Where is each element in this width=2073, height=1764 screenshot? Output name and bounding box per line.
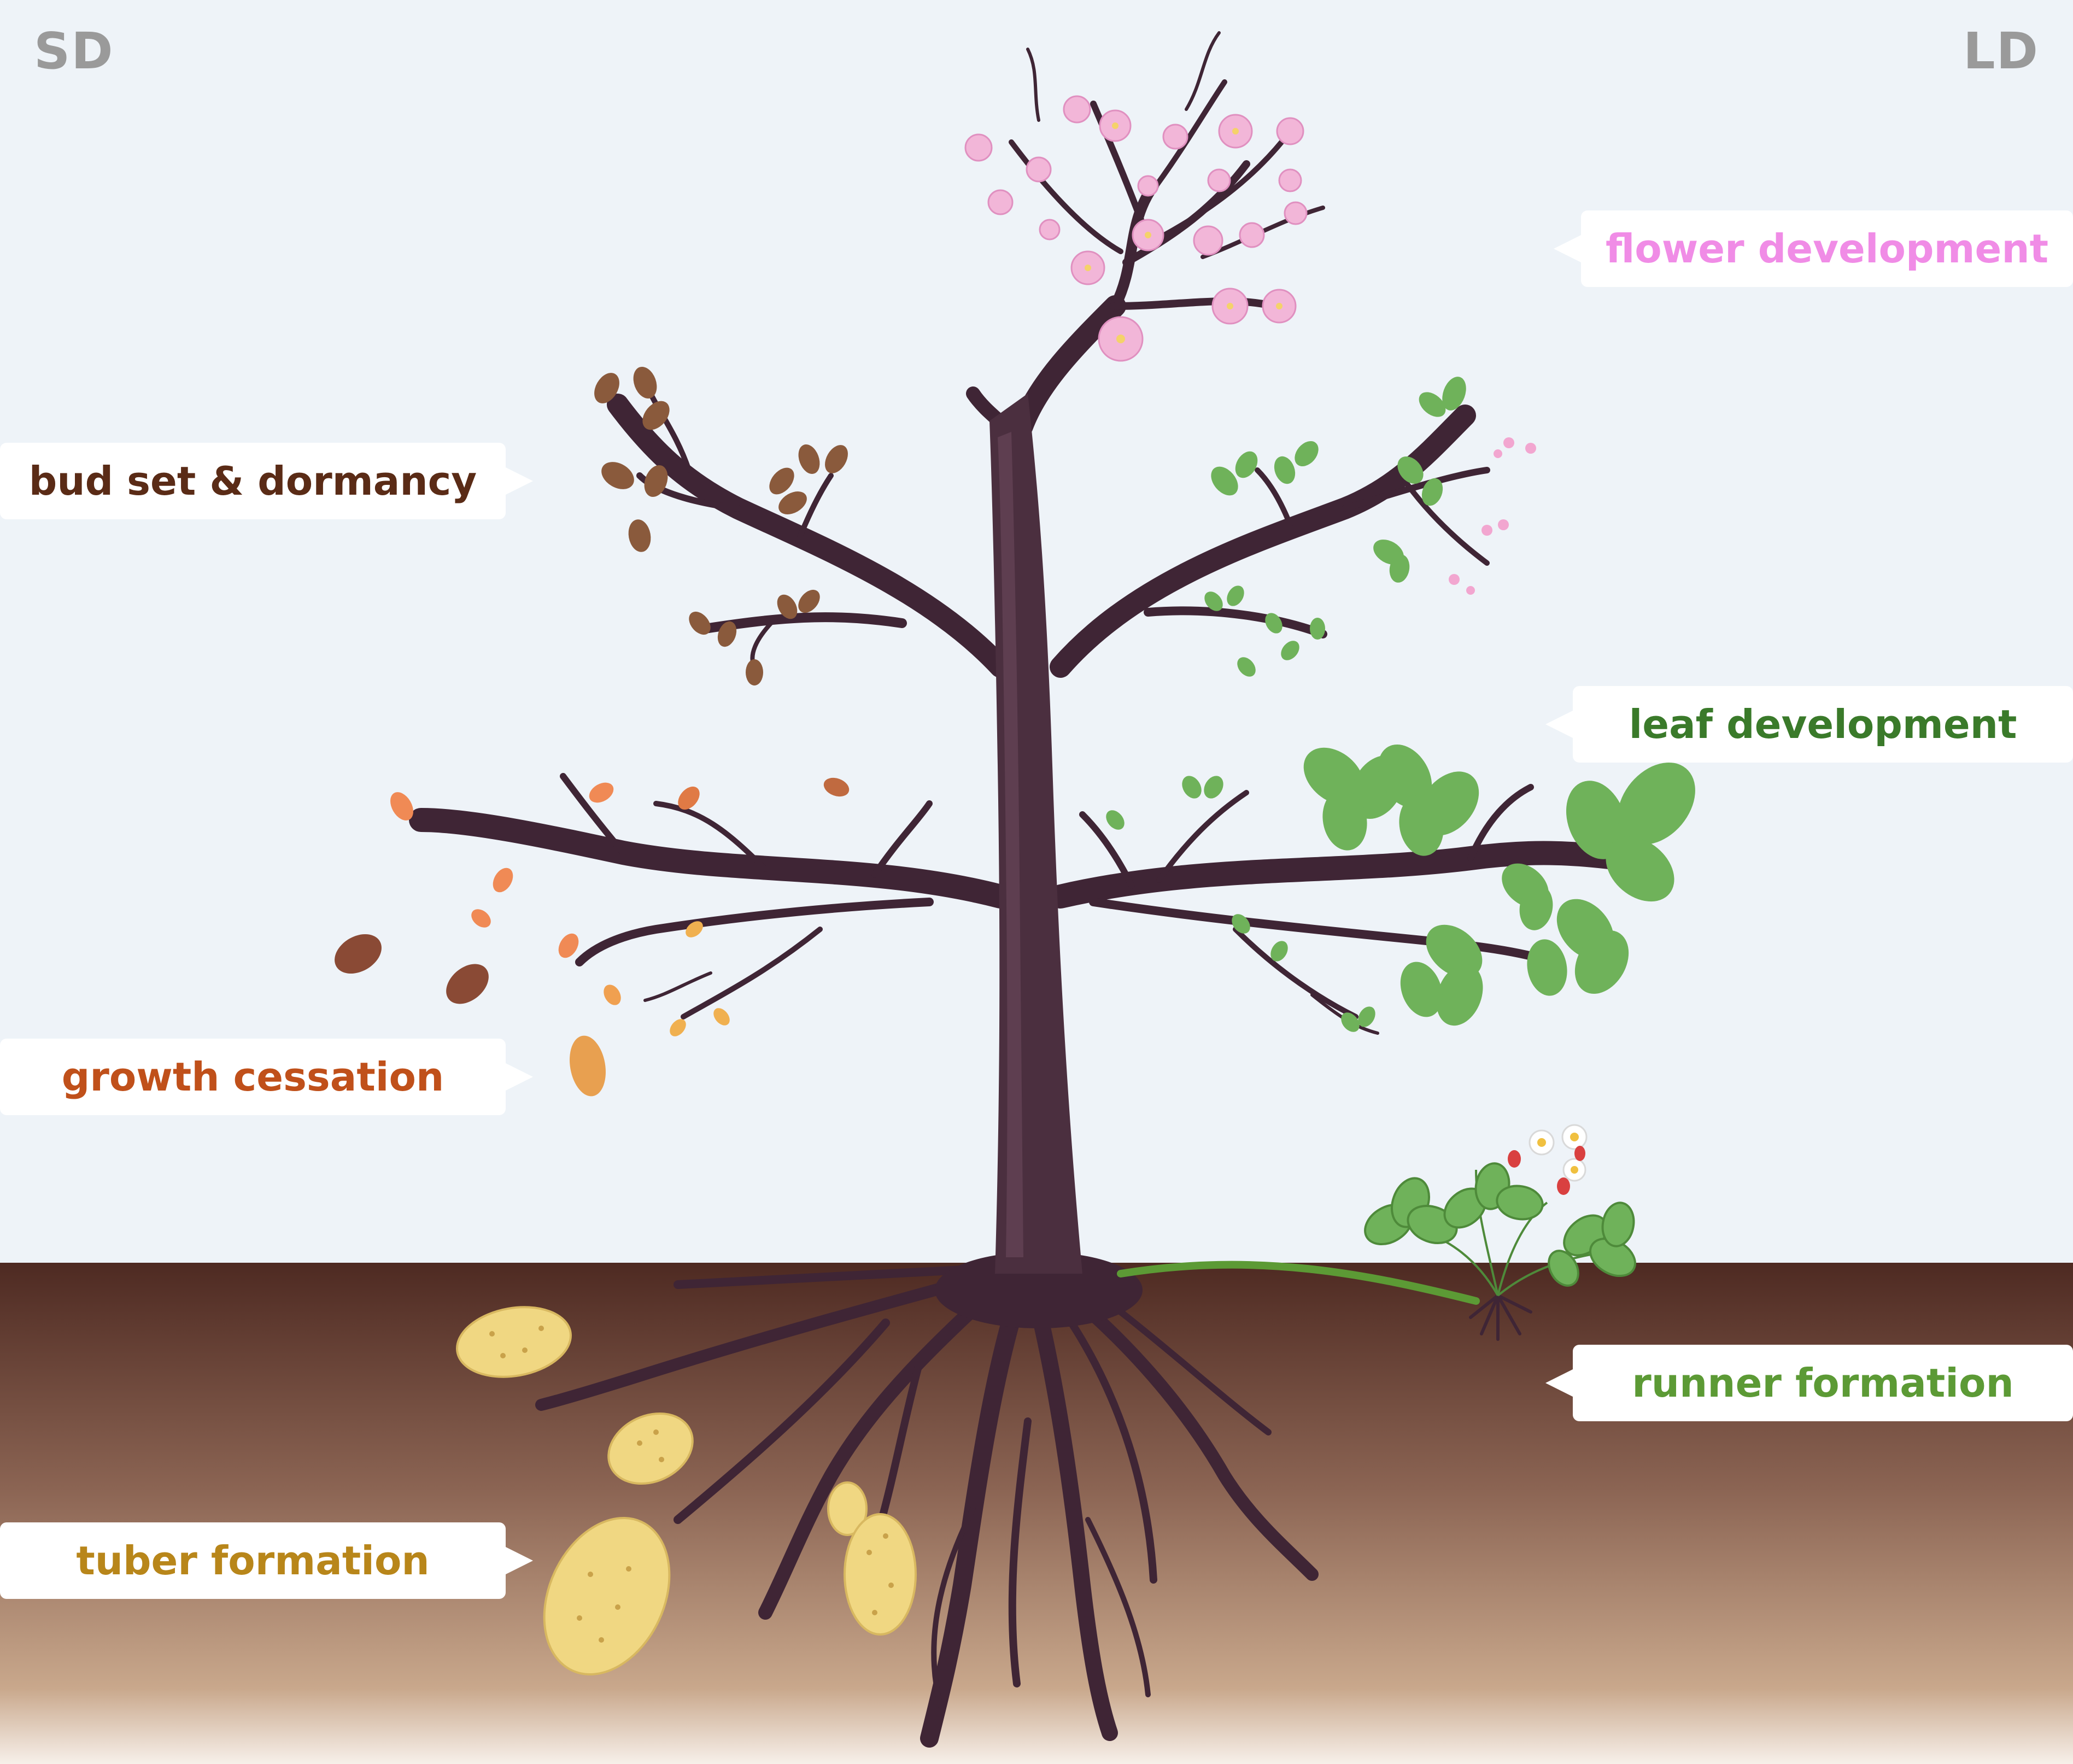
- tuber-eyes: [489, 1326, 894, 1643]
- long-day-label: LD: [1963, 22, 2039, 80]
- strawberry-plant-roots: [1469, 1294, 1532, 1341]
- tubers: [456, 1306, 917, 1676]
- falling-leaves: [335, 777, 850, 1097]
- dormant-buds: [594, 366, 848, 685]
- root-crown: [935, 1252, 1143, 1328]
- flower-development-label: flower development: [1554, 210, 2073, 287]
- short-day-label: SD: [34, 22, 114, 80]
- runner-formation-label: runner formation: [1545, 1345, 2073, 1421]
- strawberry-plant: [1364, 1162, 1636, 1297]
- green-leaves: [1106, 377, 1695, 1032]
- blossoms: [964, 95, 1308, 362]
- trunk-highlight: [998, 432, 1023, 1257]
- leaf-development-label: leaf development: [1545, 686, 2073, 763]
- tuber-formation-label: tuber formation: [0, 1522, 533, 1599]
- strawberry-flowers: [1508, 1124, 1588, 1195]
- blossom-centers: [1085, 122, 1283, 343]
- bud-set-dormancy-label: bud set & dormancy: [0, 443, 533, 519]
- blossom-buds-right: [1449, 437, 1536, 595]
- runner-stolon: [1117, 1261, 1480, 1305]
- tree-branches: [409, 31, 1630, 1035]
- growth-cessation-label: growth cessation: [0, 1039, 533, 1115]
